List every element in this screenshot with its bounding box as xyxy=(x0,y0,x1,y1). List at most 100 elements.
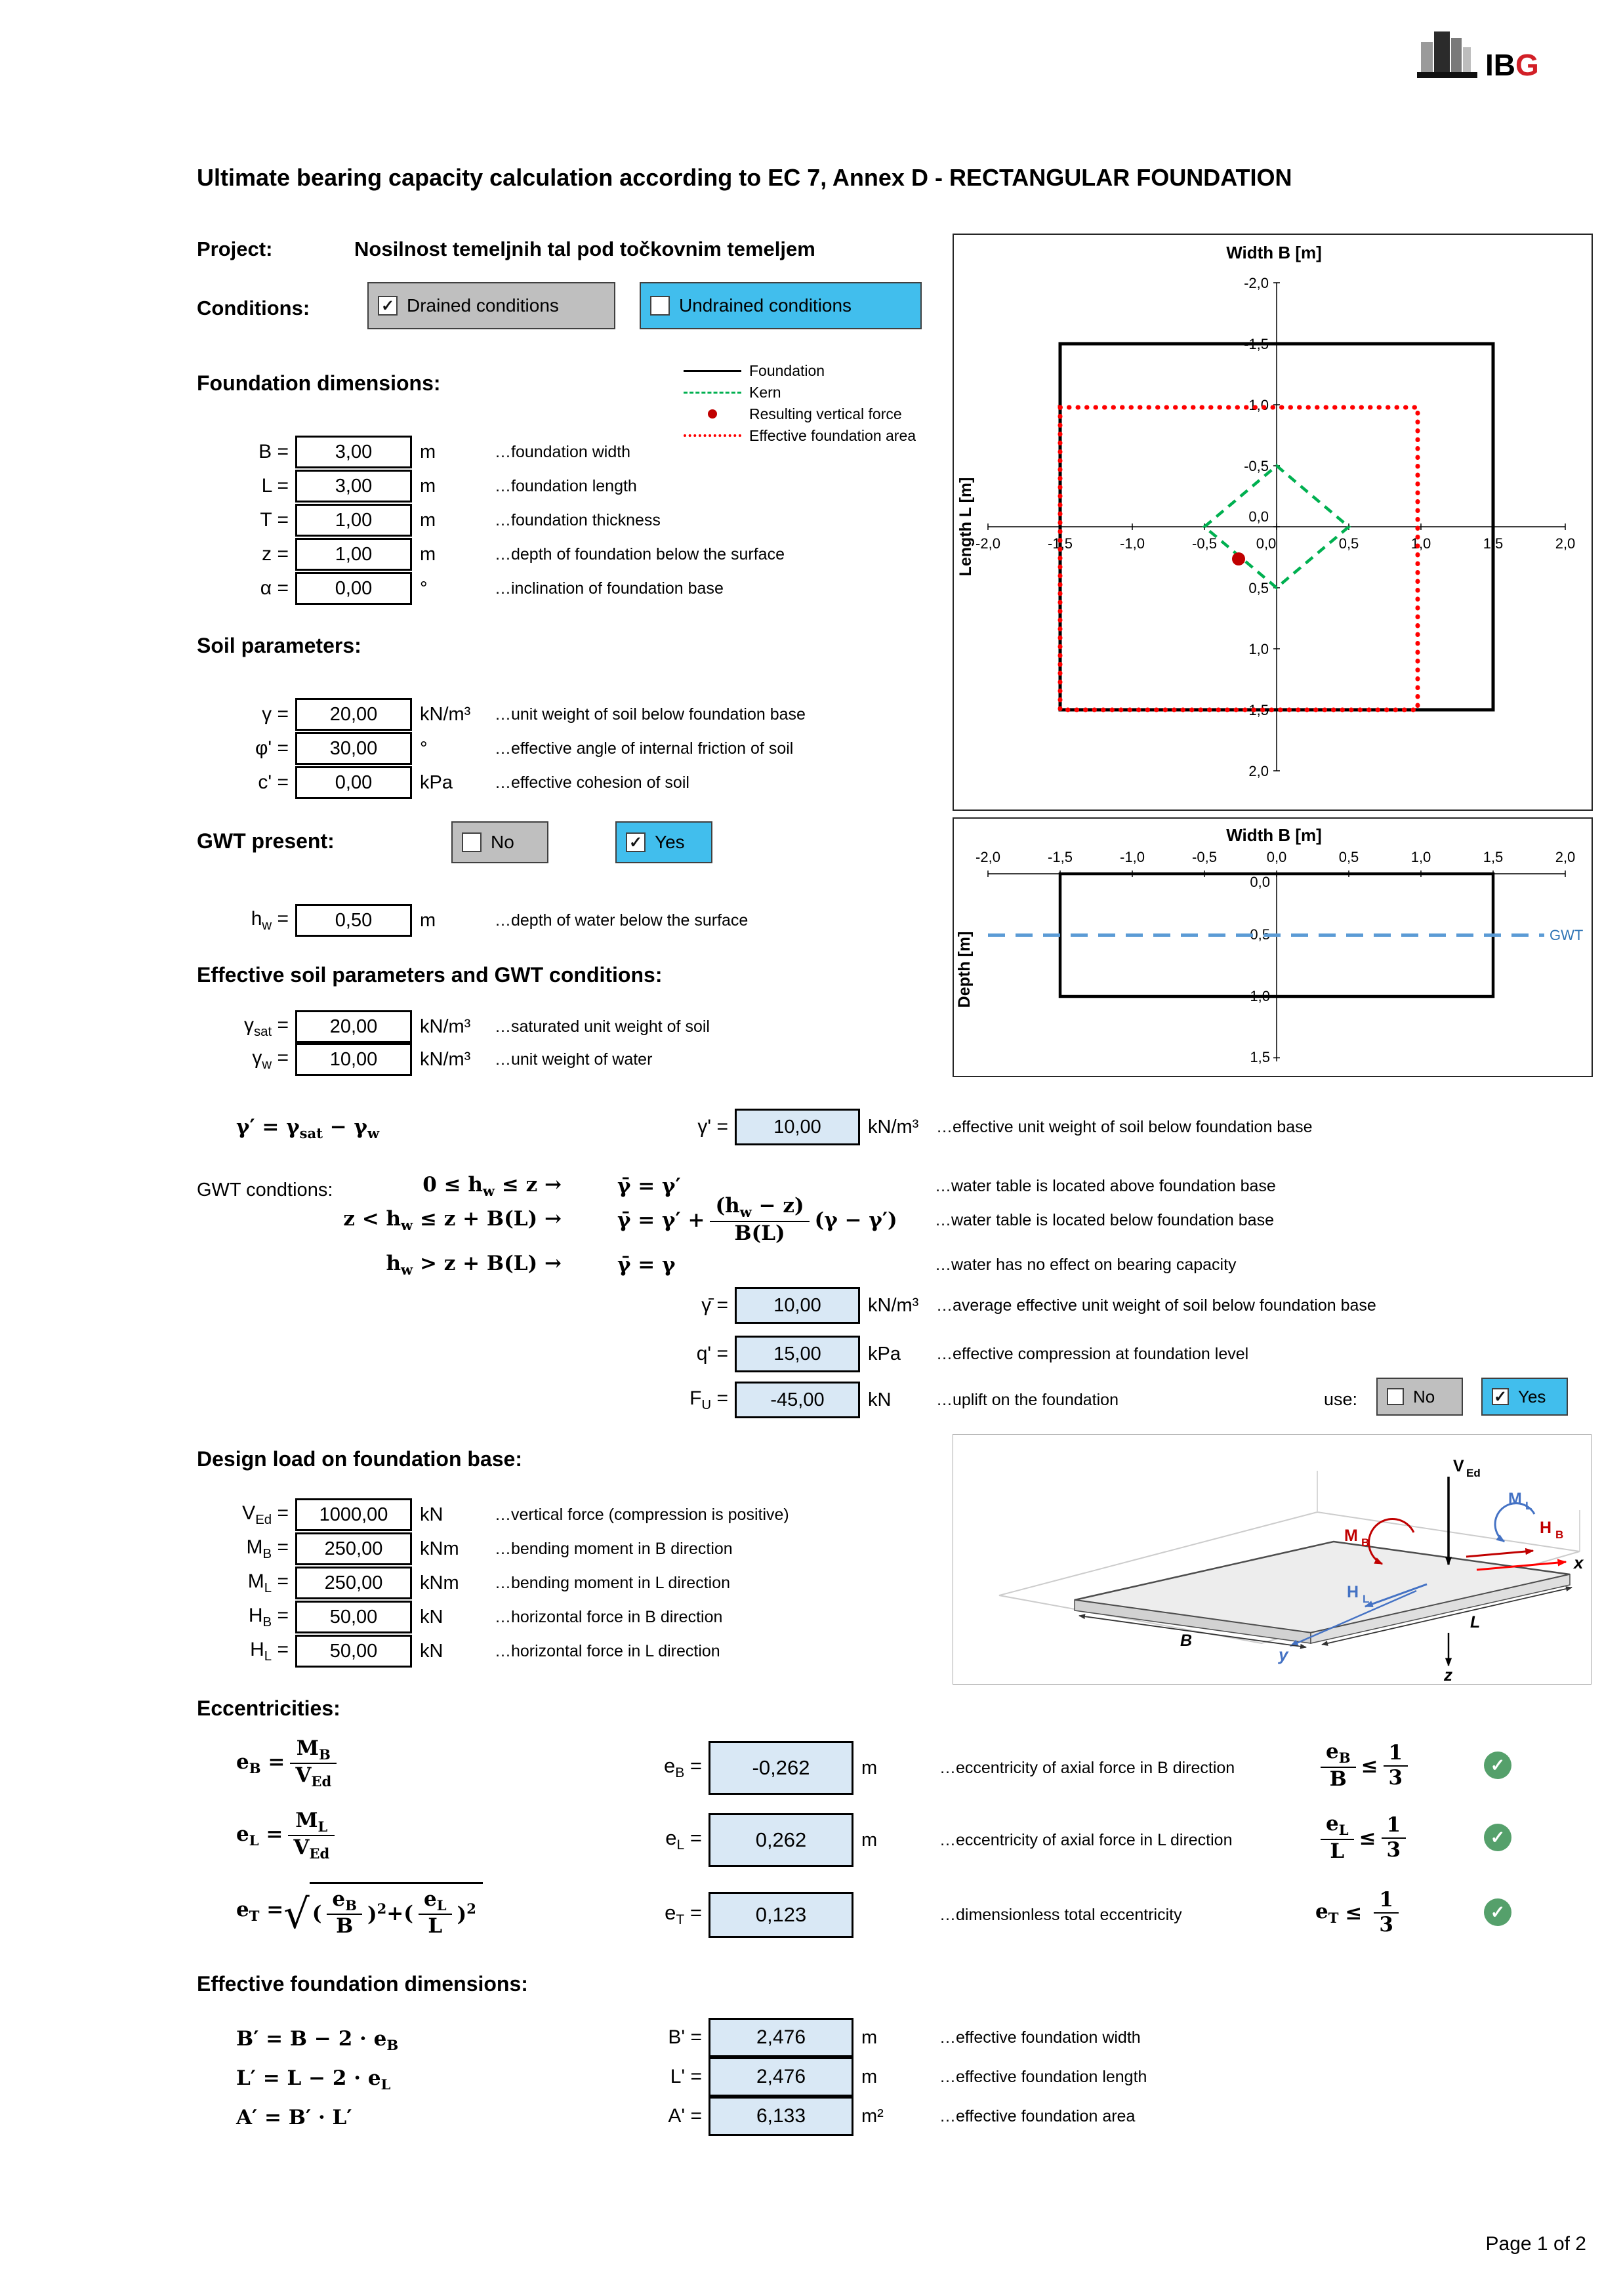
unit-gamma-bar: kN/m³ xyxy=(868,1294,919,1316)
conditions-label: Conditions: xyxy=(197,297,310,319)
symbol-z: z = xyxy=(262,543,289,565)
legend-kern-label: Kern xyxy=(749,383,781,401)
uplift-use-label: use: xyxy=(1324,1389,1358,1409)
ved-label-sub: Ed xyxy=(1466,1467,1481,1479)
input-foundation-depth[interactable]: 1,00 xyxy=(295,538,412,571)
unit-hb: kN xyxy=(420,1606,443,1628)
z-axis-label: z xyxy=(1443,1665,1452,1682)
desc-B: …foundation width xyxy=(495,442,631,461)
row-a-eff: A' = 6,133 m² …effective foundation area xyxy=(610,2097,1135,2136)
row-eb: eB = -0,262 m …eccentricity of axial for… xyxy=(610,1741,1235,1795)
input-foundation-thickness[interactable]: 1,00 xyxy=(295,504,412,537)
input-moment-b[interactable]: 250,00 xyxy=(295,1532,412,1565)
input-gamma-sat[interactable]: 20,00 xyxy=(295,1010,412,1043)
unit-T: m xyxy=(420,509,436,531)
gwt-yes-toggle[interactable]: Yes xyxy=(615,821,712,863)
row-gamma-eff: γ' = 10,00 kN/m³ …effective unit weight … xyxy=(656,1109,1313,1145)
input-friction-angle[interactable]: 30,00 xyxy=(295,732,412,765)
section-xtick-label: 2,0 xyxy=(1555,849,1576,865)
gwt-no-label: No xyxy=(491,832,514,852)
gamma-eff-formula: γ′ = γsat − γw xyxy=(236,1115,380,1142)
legend-item-force: Resulting vertical force xyxy=(684,405,916,422)
desc-a-eff: …effective foundation area xyxy=(939,2106,1136,2125)
value-a-eff: 6,133 xyxy=(709,2097,853,2136)
desc-ved: …vertical force (compression is positive… xyxy=(495,1505,789,1524)
soil-parameters-heading: Soil parameters: xyxy=(197,634,361,657)
condition-3-result: γ̄ = γ xyxy=(617,1253,676,1277)
section-xtick-label: 1,0 xyxy=(1411,849,1431,865)
foundation-plan-chart: Width B [m] Length L [m] -2,0 -1,5 -1,0 … xyxy=(953,234,1593,811)
section-xtick-label: 0,0 xyxy=(1267,849,1287,865)
condition-3-expression: hw > z + B(L) → xyxy=(386,1251,562,1279)
symbol-phi: φ' = xyxy=(255,737,289,759)
unit-ved: kN xyxy=(420,1504,443,1525)
symbol-B: B = xyxy=(258,441,289,462)
symbol-gamma: γ = xyxy=(262,703,289,725)
hb-label: H xyxy=(1540,1519,1551,1537)
gwt-line-label: GWT xyxy=(1550,927,1583,943)
unit-hl: kN xyxy=(420,1640,443,1662)
section-ytick-label: 0,0 xyxy=(1250,874,1270,890)
input-horizontal-b[interactable]: 50,00 xyxy=(295,1601,412,1633)
effective-dimensions-heading: Effective foundation dimensions: xyxy=(197,1972,528,1996)
input-foundation-length[interactable]: 3,00 xyxy=(295,470,412,502)
input-vertical-force[interactable]: 1000,00 xyxy=(295,1498,412,1531)
input-gamma-w[interactable]: 10,00 xyxy=(295,1043,412,1076)
kern-outline xyxy=(1202,464,1351,590)
unit-uplift: kN xyxy=(868,1389,892,1410)
drained-conditions-label: Drained conditions xyxy=(407,295,559,316)
symbol-hw: hw = xyxy=(251,907,289,933)
input-cohesion[interactable]: 0,00 xyxy=(295,766,412,799)
uplift-yes-toggle[interactable]: Yes xyxy=(1481,1378,1568,1416)
section-chart-title: Width B [m] xyxy=(1226,825,1322,845)
plan-xtick-label: -1,0 xyxy=(1120,535,1145,552)
uplift-no-toggle[interactable]: No xyxy=(1376,1378,1463,1416)
gwt-yes-label: Yes xyxy=(655,832,685,852)
row-foundation-depth: z = 1,00 m …depth of foundation below th… xyxy=(197,538,785,571)
unit-b-eff: m xyxy=(861,2026,878,2048)
row-foundation-thickness: T = 1,00 m …foundation thickness xyxy=(197,504,661,537)
input-horizontal-l[interactable]: 50,00 xyxy=(295,1635,412,1668)
undrained-conditions-toggle[interactable]: Undrained conditions xyxy=(640,282,922,329)
row-cohesion: c' = 0,00 kPa …effective cohesion of soi… xyxy=(197,766,689,799)
input-unit-weight[interactable]: 20,00 xyxy=(295,698,412,731)
value-eb: -0,262 xyxy=(709,1741,853,1795)
unit-z: m xyxy=(420,543,436,565)
desc-hw: …depth of water below the surface xyxy=(495,911,749,930)
gwt-no-toggle[interactable]: No xyxy=(451,821,548,863)
logo-building-icon xyxy=(1417,31,1477,78)
page-title: Ultimate bearing capacity calculation ac… xyxy=(197,164,1292,191)
row-moment-b: MB = 250,00 kNm …bending moment in B dir… xyxy=(197,1532,733,1565)
uplift-no-label: No xyxy=(1413,1386,1435,1406)
input-moment-l[interactable]: 250,00 xyxy=(295,1567,412,1599)
x-axis-label: x xyxy=(1572,1553,1584,1572)
project-value: Nosilnost temeljnih tal pod točkovnim te… xyxy=(354,237,815,260)
input-water-depth[interactable]: 0,50 xyxy=(295,904,412,937)
b-dimension-line xyxy=(1079,1614,1307,1649)
page-number: Page 1 of 2 xyxy=(1485,2233,1586,2255)
row-water-depth: hw = 0,50 m …depth of water below the su… xyxy=(197,904,748,937)
row-moment-l: ML = 250,00 kNm …bending moment in L dir… xyxy=(197,1567,730,1599)
condition-1-result: γ̄ = γ′ xyxy=(617,1174,681,1198)
row-el: eL = 0,262 m …eccentricity of axial forc… xyxy=(610,1813,1232,1867)
plan-xtick-label: -2,0 xyxy=(976,535,1000,552)
legend-foundation-label: Foundation xyxy=(749,361,825,379)
gwt-condition-3: hw > z + B(L) → γ̄ = γ …water has no eff… xyxy=(197,1250,1236,1279)
gwt-condition-2: z < hw ≤ z + B(L) → γ̄ = γ′ + (hw − z)B(… xyxy=(197,1193,1274,1248)
hl-label: H xyxy=(1347,1583,1359,1601)
drained-conditions-toggle[interactable]: Drained conditions xyxy=(367,282,615,329)
checkbox-unchecked-icon xyxy=(1387,1388,1404,1405)
label-q-eff: q' = xyxy=(696,1343,728,1364)
checkbox-checked-icon xyxy=(378,296,398,316)
unit-ml: kNm xyxy=(420,1572,459,1593)
input-foundation-width[interactable]: 3,00 xyxy=(295,436,412,468)
value-gamma-bar: 10,00 xyxy=(735,1287,860,1324)
input-base-inclination[interactable]: 0,00 xyxy=(295,572,412,605)
effective-area-outline xyxy=(1058,405,1420,712)
row-q-eff: q' = 15,00 kPa …effective compression at… xyxy=(656,1336,1248,1372)
symbol-T: T = xyxy=(260,509,289,531)
unit-gamma: kN/m³ xyxy=(420,703,471,725)
